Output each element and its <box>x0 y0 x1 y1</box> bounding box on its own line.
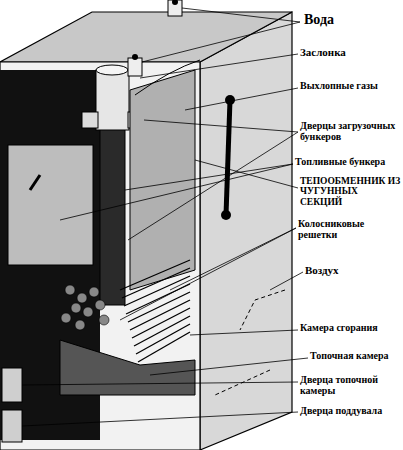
part-label: Дверца топочной камеры <box>300 374 402 396</box>
heat-exchanger <box>130 70 195 290</box>
part-label: Заслонка <box>300 46 400 58</box>
water-pipe <box>128 58 142 76</box>
fuel-pieces <box>61 285 109 330</box>
grate <box>120 260 190 362</box>
loading-door <box>8 145 93 265</box>
pipe-cap <box>132 54 138 60</box>
poker-rod <box>226 100 230 215</box>
ash-door <box>2 410 22 442</box>
top-face <box>0 12 292 62</box>
part-label: Дверцы загрузочных бункеров <box>300 120 400 142</box>
part-label: Топливные бункера <box>295 156 401 167</box>
part-label: ТЕПООБМЕННИК ИЗ ЧУГУННЫХ СЕКЦИЙ <box>300 176 402 207</box>
door-handle <box>30 175 40 190</box>
part-label: Дверца поддувала <box>300 405 402 416</box>
bunker-door <box>82 112 98 128</box>
part-label: Топочная камера <box>310 350 402 361</box>
water-pipe <box>168 0 182 16</box>
pipe-cap <box>172 0 178 5</box>
part-label: Воздух <box>305 264 395 276</box>
part-label: Колосниковые решетки <box>298 218 402 240</box>
bunker-top <box>96 65 128 75</box>
part-label: Вода <box>304 12 394 27</box>
side-face <box>200 12 292 450</box>
leader-lines <box>22 8 308 426</box>
rod-ball <box>225 95 235 105</box>
furnace-door <box>2 368 22 402</box>
air-flow <box>215 290 285 395</box>
part-label: Выхлопные газы <box>300 80 400 91</box>
part-label: Камера сгорания <box>300 322 402 333</box>
bunker-lid <box>96 70 129 130</box>
furnace-chamber <box>60 340 195 395</box>
rod-ball <box>221 210 231 220</box>
front-face <box>0 62 200 450</box>
